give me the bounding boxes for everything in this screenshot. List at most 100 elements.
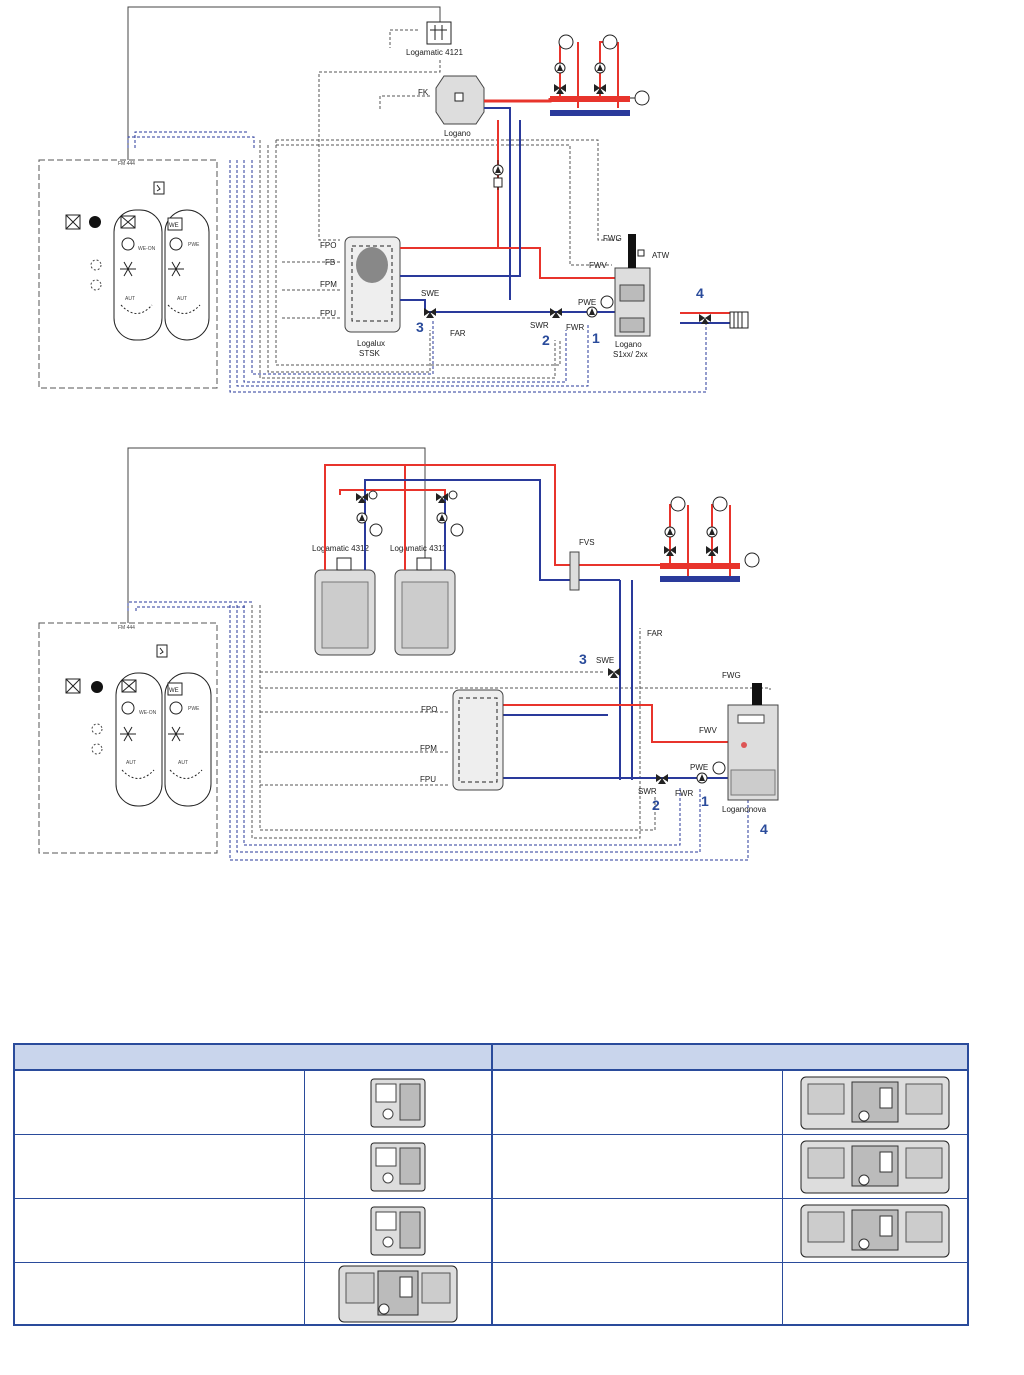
we-on-label-2: WE-ON <box>139 710 157 716</box>
logamatic-4121-controller <box>426 21 452 45</box>
logamatic-4311-label: Logamatic 4311 <box>390 544 447 553</box>
fpo-label-2: FPO <box>421 705 437 714</box>
we-on-label-1: WE-ON <box>138 246 156 252</box>
fpm-label: FPM <box>320 280 337 289</box>
fpu-label-2: FPU <box>420 775 436 784</box>
logamatic-4121-label: Logamatic 4121 <box>406 48 463 57</box>
controller-4121-icon <box>338 1265 458 1322</box>
atw-label: ATW <box>652 251 670 260</box>
radiator-icon <box>558 34 574 50</box>
radiator-icon <box>729 311 749 329</box>
controller-4322-icon <box>800 1140 950 1193</box>
far-label-1: FAR <box>450 329 466 338</box>
lamp-icon <box>91 723 103 735</box>
table-row-1-right-image <box>783 1071 967 1135</box>
logano-s-label: Logano <box>615 340 642 349</box>
logalux-label: Logalux <box>357 339 385 348</box>
radiator-icon <box>670 496 686 512</box>
logano-label: Logano <box>444 129 471 138</box>
radiator-icon <box>602 34 618 50</box>
diagram-2: FM 444 WE WE-ON PWE AUT AUT <box>38 447 779 861</box>
table-row-2-left-text <box>15 1135 305 1199</box>
marker-3-d2: 3 <box>579 651 587 667</box>
chimney <box>752 683 762 705</box>
fk-label: FK <box>418 88 429 97</box>
marker-2-d1: 2 <box>542 332 550 348</box>
fpo-label: FPO <box>320 241 336 250</box>
module-left-2 <box>115 672 163 807</box>
fwr-label-2: FWR <box>675 789 693 798</box>
table-row-4-left-text <box>15 1263 305 1324</box>
controller-4323-icon <box>800 1204 950 1257</box>
lamp-icon <box>91 743 103 755</box>
table-row-3-left-text <box>15 1199 305 1263</box>
aut-label-2a: AUT <box>126 760 136 766</box>
logamatic-4312-label: Logamatic 4312 <box>312 544 369 553</box>
marker-4-d1: 4 <box>696 285 704 301</box>
pwe-label-2: PWE <box>690 763 708 772</box>
indicator-dot-icon <box>91 681 103 693</box>
manifold-2-return <box>660 576 740 582</box>
expansion-vessel-icon <box>744 552 760 568</box>
controller-4313-icon <box>370 1206 426 1255</box>
manifold-1 <box>550 96 630 102</box>
marker-4-d2: 4 <box>760 821 768 837</box>
chimney <box>628 234 636 268</box>
table-header-right <box>493 1045 967 1071</box>
controller-table <box>13 1043 969 1326</box>
lamp-icon <box>90 259 102 271</box>
controller-4312-icon <box>370 1142 426 1191</box>
fvs-label: FVS <box>579 538 595 547</box>
pwe-sym-label-1: PWE <box>188 242 200 248</box>
table-row-3-right-text <box>493 1199 783 1263</box>
logano-s-model-label: S1xx/ 2xx <box>613 350 648 359</box>
expansion-vessel-icon <box>369 523 383 537</box>
swr-label-1: SWR <box>530 321 549 330</box>
storage-tank-2 <box>452 689 504 791</box>
marker-3-d1: 3 <box>416 319 424 335</box>
expansion-vessel-icon <box>634 90 650 106</box>
table-row-4-left-image <box>305 1263 493 1324</box>
fpu-label: FPU <box>320 309 336 318</box>
table-header-left <box>15 1045 493 1071</box>
indicator-dot-icon <box>89 216 101 228</box>
table-row-3-left-image <box>305 1199 493 1263</box>
we-label-1: WE <box>169 223 179 229</box>
table-row-3-right-image <box>783 1199 967 1263</box>
aut-label-1b: AUT <box>177 296 187 302</box>
control-panel-1 <box>38 159 218 389</box>
swe-label-2: SWE <box>596 656 614 665</box>
fm-label-1: FM 444 <box>118 161 135 167</box>
diagram-1: FM 444 WE WE-ON PWE AUT AUT <box>38 6 749 393</box>
fwg-label-2: FWG <box>722 671 741 680</box>
hydraulic-separator <box>569 551 580 591</box>
table-row-4-right-text <box>493 1263 783 1324</box>
table-row-2-left-image <box>305 1135 493 1199</box>
fpm-label-2: FPM <box>420 744 437 753</box>
module-left-1 <box>113 209 163 341</box>
aut-label-1a: AUT <box>125 296 135 302</box>
pwe-sym-label-2: PWE <box>188 706 200 712</box>
aut-label-2b: AUT <box>178 760 188 766</box>
radiator-icon <box>712 496 728 512</box>
pwe-label-1: PWE <box>578 298 596 307</box>
marker-1-d2: 1 <box>701 793 709 809</box>
fwg-label-1: FWG <box>603 234 622 243</box>
we-label-2: WE <box>169 688 179 694</box>
lamp-icon <box>90 279 102 291</box>
table-row-1-left-text <box>15 1071 305 1135</box>
table-row-2-right-image <box>783 1135 967 1199</box>
hydraulic-schematic: FM 444 WE WE-ON PWE AUT AUT <box>38 6 779 861</box>
manifold-2 <box>660 563 740 569</box>
fm-label-2: FM 444 <box>118 625 135 631</box>
control-panel-2 <box>38 622 218 854</box>
table-row-1-right-text <box>493 1071 783 1135</box>
marker-1-d1: 1 <box>592 330 600 346</box>
loganonova-label: Loganonova <box>722 805 767 814</box>
marker-2-d2: 2 <box>652 797 660 813</box>
expansion-vessel-icon <box>712 761 726 775</box>
manifold-1-return <box>550 110 630 116</box>
fwv-label-2: FWV <box>699 726 717 735</box>
fwr-label-1: FWR <box>566 323 584 332</box>
fwv-label-1: FWV <box>589 261 607 270</box>
